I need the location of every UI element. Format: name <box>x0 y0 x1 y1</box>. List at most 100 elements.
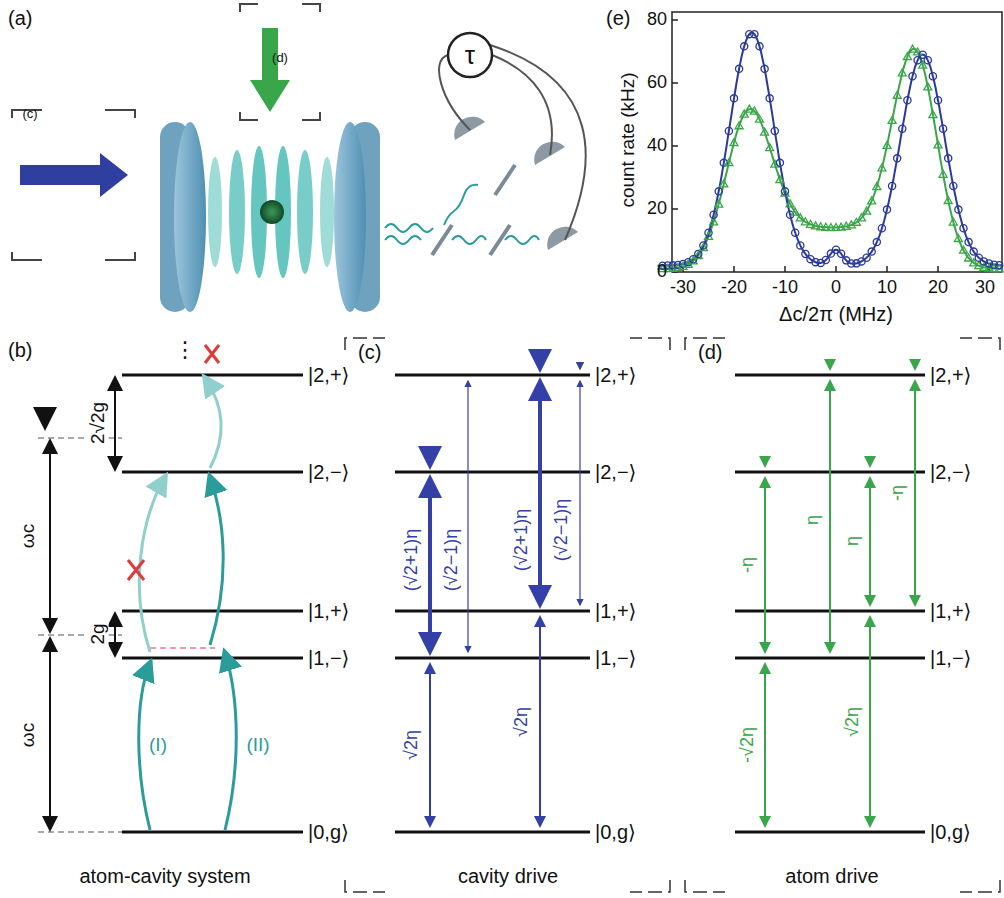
level-label: |2,+⟩ <box>595 364 636 386</box>
frequency-label: ωc <box>18 721 39 749</box>
panel-tag: (d) <box>272 51 288 65</box>
data-point <box>949 218 957 225</box>
data-point <box>929 73 936 80</box>
data-point <box>720 180 728 187</box>
data-point <box>873 238 880 245</box>
level-label: |2,−⟩ <box>308 461 349 483</box>
data-point <box>868 248 875 255</box>
data-point <box>786 200 794 207</box>
coupling-label: (√2+1)η <box>512 507 532 573</box>
cavity-drive-levels <box>395 345 590 832</box>
tick-label: 20 <box>928 278 948 298</box>
data-point <box>903 53 911 60</box>
data-point <box>751 31 758 38</box>
splitting-label: 2√2g <box>88 400 109 446</box>
tick-label: -20 <box>721 278 747 298</box>
data-point <box>797 242 804 249</box>
data-point <box>888 116 896 123</box>
data-point <box>955 206 962 213</box>
symbol: τ <box>465 41 475 70</box>
data-point <box>791 208 799 215</box>
tick-label: 0 <box>657 262 667 282</box>
data-point <box>939 170 947 177</box>
data-point <box>822 256 829 263</box>
coupling-label: (√2−1)η <box>552 497 572 563</box>
data-point <box>725 159 733 166</box>
fit-curve <box>658 33 1002 266</box>
data-point <box>771 127 778 134</box>
data-point <box>965 238 972 245</box>
data-point <box>975 254 982 261</box>
data-point <box>945 155 952 162</box>
data-point <box>776 176 784 183</box>
data-point <box>960 246 968 253</box>
data-point <box>735 122 743 129</box>
chart-curves <box>658 31 1004 272</box>
panel-tag: (a) <box>8 7 32 29</box>
tick-label: 30 <box>975 278 995 298</box>
data-point <box>858 258 865 265</box>
level-label: |2,+⟩ <box>930 364 971 386</box>
data-point <box>899 125 906 132</box>
data-point <box>741 43 748 50</box>
data-point <box>730 95 737 102</box>
path-label: (I) <box>149 735 167 756</box>
data-point <box>766 144 774 151</box>
coupling-label: -√2η <box>738 725 758 765</box>
data-point <box>740 110 748 117</box>
data-point <box>781 188 788 195</box>
coupling-label: -η <box>888 483 908 503</box>
data-point <box>904 97 911 104</box>
data-point <box>827 250 834 257</box>
data-point <box>893 91 901 98</box>
data-point <box>950 182 957 189</box>
data-point <box>960 225 967 232</box>
data-point <box>909 73 916 80</box>
level-label: |1,+⟩ <box>308 600 349 622</box>
axis-title: count rate (kHz) <box>618 70 639 209</box>
level-label: |1,−⟩ <box>930 647 971 669</box>
tick-label: -30 <box>670 278 696 298</box>
frequency-label: ωc <box>18 522 39 550</box>
data-point <box>934 141 942 148</box>
data-point <box>934 97 941 104</box>
data-point <box>700 242 707 249</box>
data-point <box>873 183 881 190</box>
data-point <box>924 83 932 90</box>
panel-tag: (c) <box>22 107 37 121</box>
coupling-label: η <box>803 513 823 527</box>
panel-tag: (d) <box>698 341 722 363</box>
coupling-label: η <box>843 534 863 548</box>
panel-caption: atom-cavity system <box>79 865 250 887</box>
panel-caption: atom drive <box>785 865 878 887</box>
tick-label: 80 <box>647 10 667 30</box>
level-label: |1,−⟩ <box>308 647 349 669</box>
data-point <box>852 218 860 225</box>
tick-label: 60 <box>647 73 667 93</box>
level-label: |1,+⟩ <box>930 600 971 622</box>
fit-curve <box>658 49 1002 269</box>
data-point <box>756 115 764 122</box>
atom-cavity-levels <box>38 340 303 832</box>
data-point <box>898 69 906 76</box>
level-label: |1,−⟩ <box>595 647 636 669</box>
level-label: |2,−⟩ <box>930 461 971 483</box>
level-label: |0,g⟩ <box>595 821 636 843</box>
data-point <box>776 159 783 166</box>
data-point <box>863 254 870 261</box>
coupling-label: (√2−1)η <box>442 527 462 593</box>
axis-title: Δc/2π (MHz) <box>779 303 893 325</box>
data-point <box>715 188 722 195</box>
tick-label: 10 <box>877 278 897 298</box>
data-point <box>750 107 758 114</box>
coupling-label: (√2+1)η <box>402 527 422 593</box>
panel-tag: (b) <box>8 339 32 361</box>
panel-tag: (e) <box>606 7 630 29</box>
data-point <box>929 111 937 118</box>
data-point <box>924 57 931 64</box>
level-label: |0,g⟩ <box>930 821 971 843</box>
data-point <box>883 206 890 213</box>
data-point <box>725 127 732 134</box>
data-point <box>730 139 738 146</box>
